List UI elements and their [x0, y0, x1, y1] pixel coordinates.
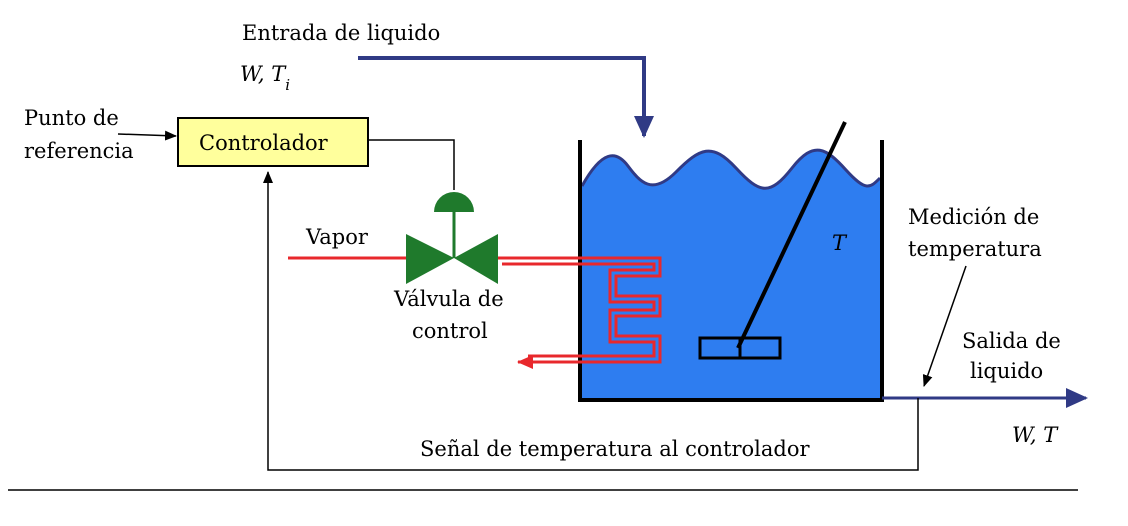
inlet-title: Entrada de liquido — [242, 21, 440, 45]
steam-line: Vapor — [288, 225, 662, 369]
liquid-surface-wave — [580, 148, 882, 190]
setpoint-arrow — [117, 130, 177, 141]
valve-icon — [406, 192, 498, 284]
controller-to-valve-line — [368, 139, 455, 190]
coil-icon — [498, 256, 662, 364]
measurement-label-line1: Medición de — [908, 205, 1039, 229]
outlet-vars: W, T — [1012, 423, 1059, 447]
controller: Controlador — [177, 117, 369, 167]
inlet-arrow — [358, 56, 654, 138]
inlet-stream: Entrada de liquido W, Ti — [240, 21, 654, 138]
agitator-icon — [698, 121, 847, 360]
measurement-arrow — [922, 265, 967, 387]
outlet-stream: Salida de liquido W, T — [882, 329, 1088, 447]
outlet-label-line2: liquido — [970, 359, 1043, 383]
outlet-label-line1: Salida de — [962, 329, 1061, 353]
steam-label: Vapor — [305, 225, 369, 249]
signal-label: Señal de temperatura al controlador — [420, 437, 810, 461]
signal-line — [263, 171, 919, 471]
controller-label: Controlador — [199, 131, 329, 155]
valve-label-line1: Válvula de — [393, 287, 504, 311]
inlet-vars: W, Ti — [240, 62, 290, 94]
setpoint-label-line2: referencia — [24, 139, 134, 163]
valve-label-line2: control — [412, 319, 488, 343]
tank-temperature-label: T — [832, 231, 848, 255]
tank-wall — [578, 140, 884, 402]
measurement-label-line2: temperatura — [908, 237, 1042, 261]
setpoint-label-line1: Punto de — [24, 106, 119, 130]
